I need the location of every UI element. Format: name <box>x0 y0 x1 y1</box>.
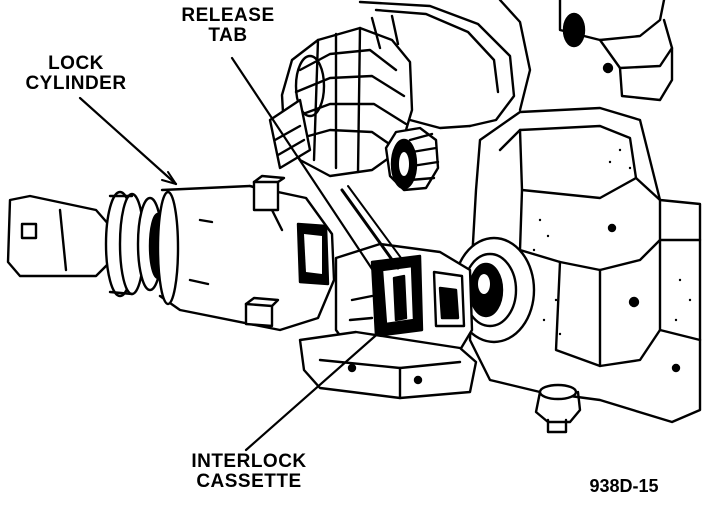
release-tab-label: RELEASE TAB <box>168 6 288 46</box>
release-tab-rod <box>340 188 400 270</box>
spring-hub <box>384 126 440 192</box>
upper-gear-assembly <box>268 0 674 178</box>
lock-cylinder <box>6 174 336 332</box>
interlock-cassette <box>298 242 478 400</box>
leader-interlock <box>244 328 384 452</box>
leader-release-tab <box>230 56 380 280</box>
interlock-cassette-label-line2: CASSETTE <box>196 471 302 492</box>
figure-id: 938D-15 <box>589 476 659 496</box>
lock-cylinder-label-line2: CYLINDER <box>25 73 127 94</box>
release-tab-label-line2: TAB <box>208 25 248 46</box>
shaft-bearing <box>452 236 536 344</box>
leader-lock-cylinder <box>78 96 178 186</box>
lock-cylinder-label: LOCK CYLINDER <box>18 54 134 94</box>
lock-cylinder-label-line1: LOCK <box>48 53 104 74</box>
interlock-cassette-label-line1: INTERLOCK <box>191 451 307 472</box>
interlock-cassette-label: INTERLOCK CASSETTE <box>174 452 324 492</box>
release-tab-label-line1: RELEASE <box>181 5 275 26</box>
